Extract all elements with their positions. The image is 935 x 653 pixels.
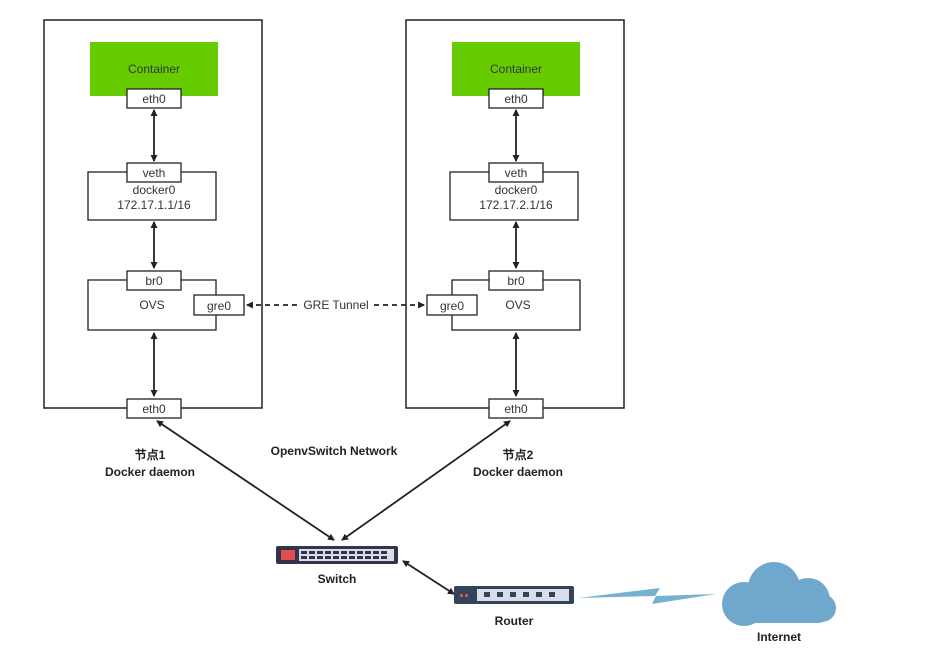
router-label: Router [495, 614, 534, 628]
node2-host: Container eth0 veth docker0 172.17.2.1/1… [405, 19, 625, 479]
node1-docker0-label: docker0 [133, 183, 176, 197]
cloud-icon [722, 562, 836, 626]
node2-eth0-bottom-label: eth0 [504, 402, 528, 416]
link-node2-switch [341, 420, 511, 541]
node1-br0 [126, 270, 182, 291]
node1-veth-label: veth [143, 166, 166, 180]
node2-container-label: Container [490, 62, 542, 76]
network-label: OpenvSwitch Network [271, 444, 398, 458]
node2-veth [488, 162, 544, 183]
node2-label-line1: 节点2 [503, 447, 534, 462]
node1-br0-label: br0 [145, 274, 163, 288]
node2-veth-label: veth [505, 166, 528, 180]
node1-container-label: Container [128, 62, 180, 76]
node1-docker0-ip: 172.17.1.1/16 [117, 198, 191, 212]
node1-gre0 [193, 294, 245, 316]
node1-container [90, 42, 218, 96]
node2-eth0-top [488, 88, 544, 109]
node1-gre0-label: gre0 [207, 299, 231, 313]
link-switch-router [402, 560, 455, 595]
switch-label: Switch [318, 572, 357, 586]
node1-ovs-label: OVS [139, 298, 164, 312]
switch-icon [276, 546, 398, 564]
node2-docker0-ip: 172.17.2.1/16 [479, 198, 553, 212]
node2-docker0-label: docker0 [495, 183, 538, 197]
node1-eth0-bottom-label: eth0 [142, 402, 166, 416]
node1-label-line2: Docker daemon [105, 465, 195, 479]
node1-eth0-top-label: eth0 [142, 92, 166, 106]
router-internet-link [578, 588, 716, 604]
node1-label-line1: 节点1 [135, 447, 166, 462]
node1-host: Container eth0 veth docker0 172.17.1.1/1… [43, 19, 263, 479]
node2-eth0-top-label: eth0 [504, 92, 528, 106]
node2-br0-label: br0 [507, 274, 525, 288]
node1-eth0-bottom [126, 398, 182, 419]
node2-gre0 [426, 294, 478, 316]
router-icon [454, 586, 574, 604]
node2-container [452, 42, 580, 96]
node2-label-line2: Docker daemon [473, 465, 563, 479]
node1-eth0-top [126, 88, 182, 109]
node2-ovs-label: OVS [505, 298, 530, 312]
gre-tunnel-label: GRE Tunnel [303, 298, 368, 312]
node2-br0 [488, 270, 544, 291]
node1-veth [126, 162, 182, 183]
link-node1-switch [156, 420, 335, 541]
node2-gre0-label: gre0 [440, 299, 464, 313]
internet-label: Internet [757, 630, 801, 644]
node2-eth0-bottom [488, 398, 544, 419]
